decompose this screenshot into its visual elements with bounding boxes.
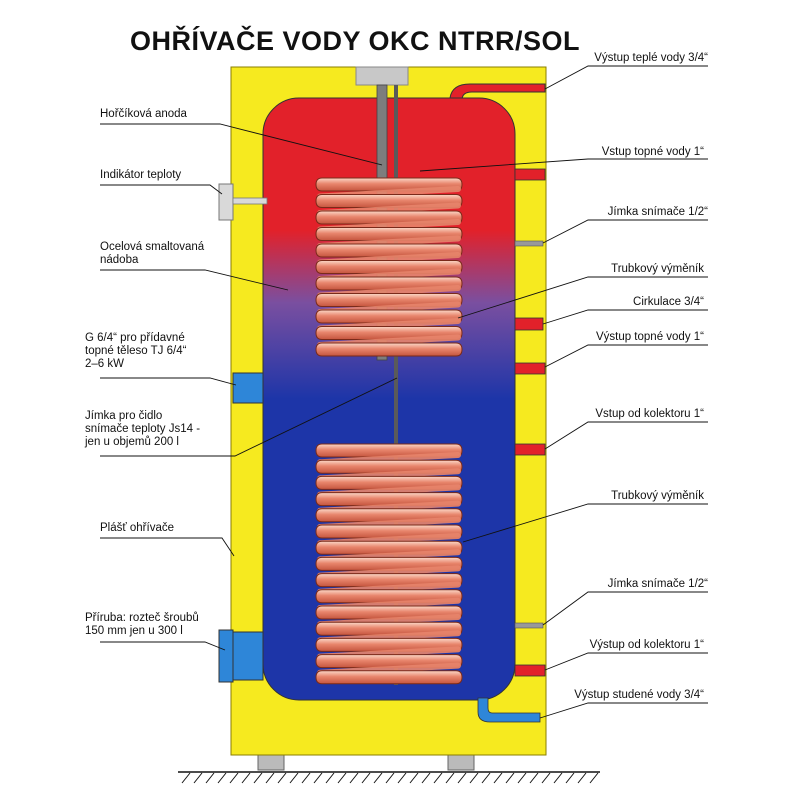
lower-coil-turn	[315, 670, 463, 685]
hot-water-outlet-pipe	[449, 83, 546, 101]
flange-plate	[218, 629, 234, 683]
diagram-title: OHŘÍVAČE VODY OKC NTRR/SOL	[130, 26, 581, 56]
label-heat-in: Vstup topné vody 1“	[601, 146, 704, 158]
hatch-stroke	[469, 772, 479, 784]
hatch-stroke	[325, 772, 335, 784]
hatch-stroke	[457, 772, 467, 784]
leader-line	[100, 537, 235, 557]
hatch-stroke	[253, 772, 263, 784]
label-well-top: Jímka snímače 1/2“	[607, 206, 708, 218]
hatch-stroke	[421, 772, 431, 784]
leader-line	[544, 344, 708, 368]
leader-line	[542, 309, 708, 325]
hatch-stroke	[409, 772, 419, 784]
hatch-stroke	[505, 772, 515, 784]
hatch-stroke	[241, 772, 251, 784]
hatch-stroke	[433, 772, 443, 784]
hatch-stroke	[361, 772, 371, 784]
label-exchanger-bottom: Trubkový výměník	[611, 490, 704, 502]
leader-line	[100, 269, 289, 291]
collector-in-pipe	[514, 443, 546, 456]
hatch-stroke	[541, 772, 551, 784]
label-anode: Hořčíková anoda	[100, 108, 187, 120]
heater-port	[232, 372, 264, 404]
hatch-stroke	[217, 772, 227, 784]
upper-coil-turn	[315, 342, 463, 357]
hatch-stroke	[553, 772, 563, 784]
hatch-stroke	[349, 772, 359, 784]
hatch-stroke	[313, 772, 323, 784]
leader-line	[419, 158, 708, 172]
floor-hatch	[181, 772, 599, 784]
leader-line	[100, 184, 223, 195]
hatch-stroke	[385, 772, 395, 784]
hatch-stroke	[265, 772, 275, 784]
leader-line	[542, 591, 708, 626]
leader-line	[544, 65, 708, 90]
well-bottom-pipe	[514, 622, 544, 629]
hatch-stroke	[481, 772, 491, 784]
hatch-stroke	[589, 772, 599, 784]
hatch-stroke	[517, 772, 527, 784]
label-vessel: Ocelová smaltovaná nádoba	[100, 241, 205, 266]
label-hot-out: Výstup teplé vody 3/4“	[594, 52, 708, 64]
hatch-stroke	[397, 772, 407, 784]
leader-line	[539, 702, 708, 719]
leader-line	[100, 123, 383, 166]
label-circulation: Cirkulace 3/4“	[633, 296, 704, 308]
thermometer-body	[218, 183, 234, 221]
upper-coil-exchanger	[315, 177, 463, 357]
hatch-stroke	[229, 772, 239, 784]
leader-line	[544, 421, 708, 450]
label-heat-out: Výstup topné vody 1“	[595, 331, 704, 343]
hatch-stroke	[301, 772, 311, 784]
label-sensor-well: Jímka pro čidlo snímače teploty Js14 - j…	[85, 410, 201, 448]
hatch-stroke	[205, 772, 215, 784]
sensor-well-rod	[394, 85, 398, 685]
leader-line	[100, 377, 398, 457]
hatch-stroke	[373, 772, 383, 784]
hatch-stroke	[193, 772, 203, 784]
collector-out-pipe	[514, 664, 546, 677]
leader-line	[462, 503, 708, 543]
hatch-stroke	[493, 772, 503, 784]
hatch-stroke	[289, 772, 299, 784]
well-top-pipe	[514, 240, 544, 247]
label-thermometer: Indikátor teploty	[100, 169, 182, 181]
label-flange: Příruba: rozteč šroubů 150 mm jen u 300 …	[85, 612, 199, 637]
hatch-stroke	[181, 772, 191, 784]
heat-in-pipe	[514, 168, 546, 181]
leader-lines	[100, 65, 708, 719]
leader-line	[544, 652, 708, 671]
label-heater-port: G 6/4“ pro přídavné topné těleso TJ 6/4“…	[85, 332, 187, 370]
circulation-pipe	[514, 317, 544, 331]
flange-body	[232, 631, 264, 681]
cold-water-pipe	[477, 697, 541, 723]
hatch-stroke	[565, 772, 575, 784]
hatch-stroke	[577, 772, 587, 784]
leader-line	[542, 219, 708, 244]
label-exchanger-top: Trubkový výměník	[611, 263, 704, 275]
leader-line	[100, 641, 226, 651]
hatch-stroke	[337, 772, 347, 784]
top-lid	[355, 66, 409, 86]
hatch-stroke	[529, 772, 539, 784]
leader-line	[100, 377, 237, 386]
foot-right	[447, 753, 475, 771]
lower-coil-exchanger	[315, 443, 463, 685]
hatch-stroke	[277, 772, 287, 784]
label-cold-in: Výstup studené vody 3/4“	[574, 689, 704, 701]
label-collector-out: Výstup od kolektoru 1“	[589, 639, 704, 651]
foot-left	[257, 753, 285, 771]
heat-out-pipe	[514, 362, 546, 375]
leader-line	[457, 276, 708, 319]
label-well-bottom: Jímka snímače 1/2“	[607, 578, 708, 590]
label-jacket: Plášť ohřívače	[100, 522, 174, 534]
thermometer-stem	[232, 197, 268, 205]
label-collector-in: Vstup od kolektoru 1“	[595, 408, 704, 420]
hatch-stroke	[445, 772, 455, 784]
